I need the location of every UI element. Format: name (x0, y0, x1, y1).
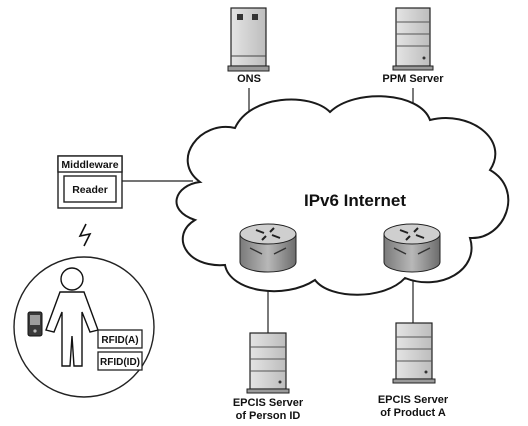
router-icon (239, 223, 297, 273)
internet-label: IPv6 Internet (304, 191, 406, 210)
router-right (383, 223, 441, 273)
epcis-product-label-2: of Product A (380, 407, 446, 419)
rfid-tag-id-label: RFID(ID) (100, 357, 140, 368)
server-icon (392, 7, 434, 71)
reader-label: Reader (72, 184, 108, 196)
ons-server: ONS (227, 7, 270, 85)
server-icon (227, 7, 270, 72)
pda-icon (27, 311, 43, 337)
epcis-person-server: EPCIS Server of Person ID (233, 332, 304, 422)
rfid-tag-id: RFID(ID) (97, 351, 143, 371)
ppm-label: PPM Server (382, 73, 444, 85)
server-icon (392, 322, 436, 384)
epcis-product-server: EPCIS Server of Product A (378, 322, 449, 419)
rfid-tag-a: RFID(A) (97, 329, 143, 349)
wireless-signal-icon (78, 223, 92, 247)
person-group: RFID(A) RFID(ID) (13, 256, 155, 398)
person-icon (45, 267, 99, 367)
router-icon (383, 223, 441, 273)
router-left (239, 223, 297, 273)
epcis-product-label-1: EPCIS Server (378, 394, 449, 406)
ons-label: ONS (237, 73, 261, 85)
middleware-box: Middleware Reader (57, 155, 123, 209)
middleware-label: Middleware (61, 159, 118, 171)
server-icon (246, 332, 290, 394)
epcis-person-label-2: of Person ID (236, 410, 301, 422)
epcis-person-label-1: EPCIS Server (233, 397, 304, 409)
rfid-tag-a-label: RFID(A) (101, 335, 138, 346)
wireless-signal (78, 223, 92, 247)
ppm-server: PPM Server (382, 7, 444, 85)
internet-cloud: IPv6 Internet (175, 95, 510, 296)
